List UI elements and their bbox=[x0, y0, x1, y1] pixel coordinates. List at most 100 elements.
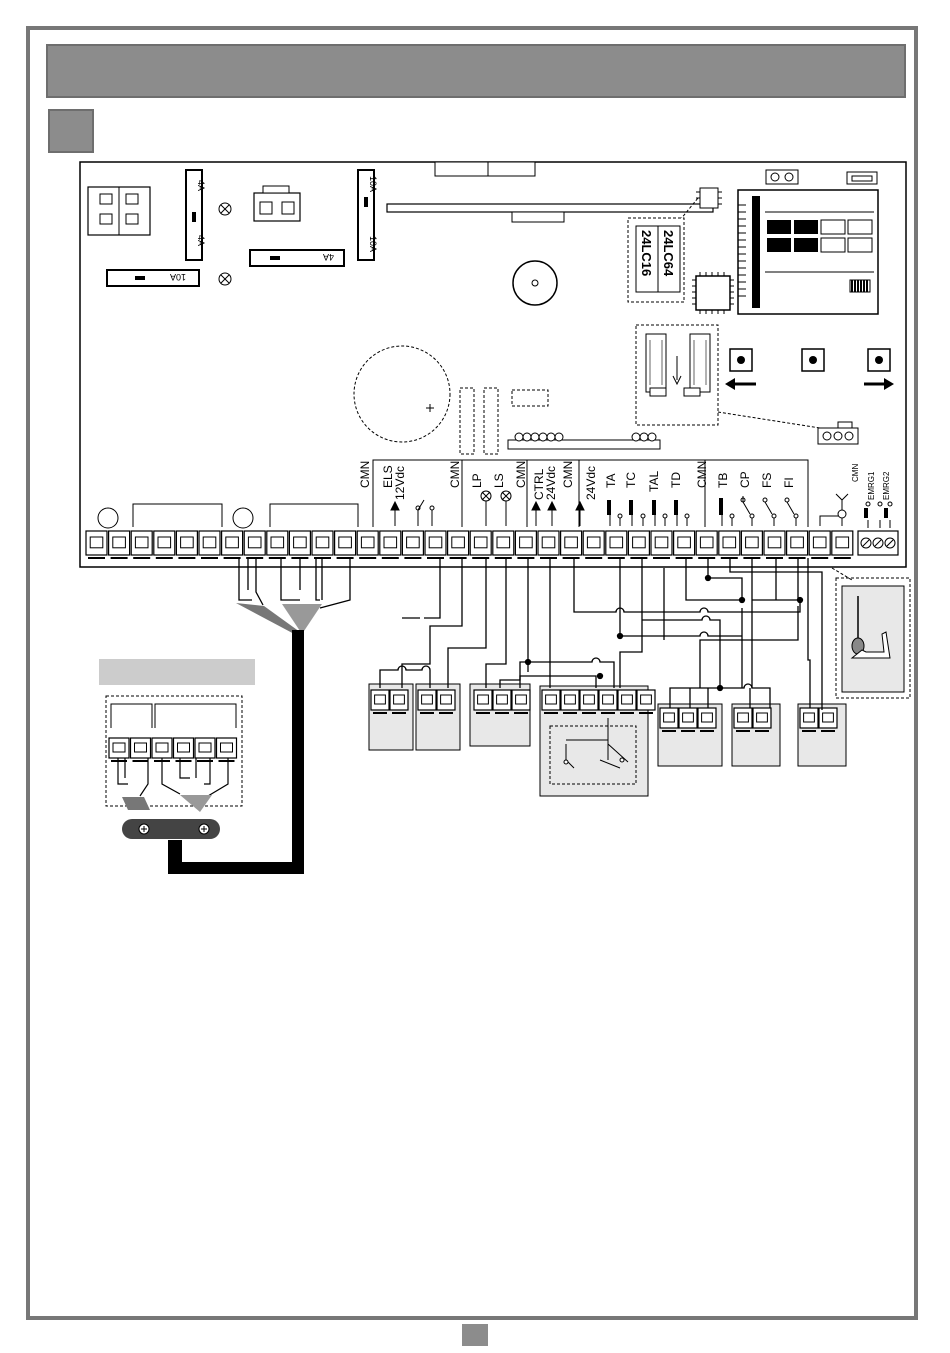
chip-label-24lc64: 24LC64 bbox=[661, 230, 676, 277]
terminal-screw bbox=[651, 531, 672, 558]
device-terminal-screw bbox=[734, 708, 752, 731]
label-emrg-cmn: CMN bbox=[851, 464, 860, 482]
svg-text:4A: 4A bbox=[196, 180, 206, 191]
svg-text:4A: 4A bbox=[323, 252, 334, 262]
terminal-screw bbox=[425, 531, 446, 558]
motor-detail bbox=[106, 696, 242, 839]
terminal-screw bbox=[86, 531, 107, 558]
emergency-terminals bbox=[858, 531, 898, 555]
label-ls: LS bbox=[492, 473, 506, 488]
chip-label-24lc16: 24LC16 bbox=[639, 230, 654, 276]
detail-terminal-screw bbox=[152, 738, 172, 761]
lcd-display bbox=[738, 190, 878, 314]
fuse-vertical-2: 10A 10A bbox=[358, 170, 378, 260]
label-cmn-5: CMN bbox=[695, 461, 709, 488]
terminal-screw bbox=[470, 531, 491, 558]
terminal-screw bbox=[402, 531, 423, 558]
label-emrg1: EMRG1 bbox=[867, 471, 876, 500]
terminal-screw bbox=[267, 531, 288, 558]
svg-text:10A: 10A bbox=[170, 272, 186, 282]
detail-terminal-screw bbox=[174, 738, 194, 761]
device-terminal-screw bbox=[679, 708, 697, 731]
terminal-screw bbox=[832, 531, 853, 558]
label-tc: TC bbox=[624, 472, 638, 488]
terminal-screw bbox=[583, 531, 604, 558]
label-fi: FI bbox=[782, 477, 796, 488]
label-fs: FS bbox=[760, 473, 774, 488]
device-terminal-screw bbox=[437, 690, 455, 713]
device-terminal-screw bbox=[542, 690, 560, 713]
terminal-screw bbox=[561, 531, 582, 558]
terminal-screw bbox=[357, 531, 378, 558]
terminal-screw bbox=[606, 531, 627, 558]
device-terminal-screw bbox=[660, 708, 678, 731]
fuse-horizontal-2: 10A bbox=[107, 270, 199, 286]
page-number-tab bbox=[462, 1324, 488, 1346]
label-cmn-4: CMN bbox=[561, 461, 575, 488]
terminal-screw bbox=[335, 531, 356, 558]
device-terminal-screw bbox=[561, 690, 579, 713]
detail-terminal-screw bbox=[217, 738, 237, 761]
device-terminal-screw bbox=[819, 708, 837, 731]
device-terminal-screw bbox=[753, 708, 771, 731]
terminal-screw bbox=[809, 531, 830, 558]
terminal-screw bbox=[380, 531, 401, 558]
terminal-screw bbox=[696, 531, 717, 558]
microcontroller bbox=[692, 272, 734, 314]
terminal-screw bbox=[787, 531, 808, 558]
device-terminal-screw bbox=[580, 690, 598, 713]
label-lp: LP bbox=[470, 473, 484, 488]
label-24vdc-1: 24Vdc bbox=[544, 466, 558, 500]
terminal-screw bbox=[719, 531, 740, 558]
terminal-screw bbox=[312, 531, 333, 558]
device-terminal-screw bbox=[512, 690, 530, 713]
label-ta: TA bbox=[604, 474, 618, 488]
terminal-screw bbox=[131, 531, 152, 558]
expansion-slot bbox=[387, 204, 713, 212]
fuse-vertical-1: 4A 4A bbox=[186, 170, 206, 260]
svg-text:10A: 10A bbox=[368, 236, 378, 252]
slot-connector bbox=[512, 212, 564, 222]
device-terminal-screw bbox=[493, 690, 511, 713]
detail-terminal-screw bbox=[195, 738, 215, 761]
terminal-screw bbox=[764, 531, 785, 558]
terminal-screw bbox=[176, 531, 197, 558]
device-terminal-screw bbox=[418, 690, 436, 713]
power-connector bbox=[88, 187, 150, 235]
terminal-screw bbox=[199, 531, 220, 558]
device-terminal-screw bbox=[599, 690, 617, 713]
label-12vdc: 12Vdc bbox=[393, 466, 407, 500]
label-cmn-2: CMN bbox=[448, 461, 462, 488]
detail-terminal-screw bbox=[131, 738, 151, 761]
device-terminal-screw bbox=[390, 690, 408, 713]
label-cmn-1: CMN bbox=[358, 461, 372, 488]
terminal-screw bbox=[109, 531, 130, 558]
device-terminal-screw bbox=[474, 690, 492, 713]
terminal-screw bbox=[741, 531, 762, 558]
terminal-screw bbox=[628, 531, 649, 558]
fuse-horizontal-1: 4A bbox=[250, 250, 344, 266]
device-terminal-screw bbox=[371, 690, 389, 713]
terminal-screw bbox=[515, 531, 536, 558]
terminal-screw bbox=[289, 531, 310, 558]
label-24vdc-2: 24Vdc bbox=[584, 466, 598, 500]
device-terminal-screw bbox=[698, 708, 716, 731]
terminal-screw bbox=[674, 531, 695, 558]
terminal-screw bbox=[538, 531, 559, 558]
terminal-screw bbox=[448, 531, 469, 558]
device-terminal-screw bbox=[637, 690, 655, 713]
device-terminal-screw bbox=[800, 708, 818, 731]
terminal-screw bbox=[244, 531, 265, 558]
label-emrg2: EMRG2 bbox=[882, 471, 891, 500]
antenna-callout bbox=[832, 568, 910, 698]
label-td: TD bbox=[669, 472, 683, 488]
detail-terminal-screw bbox=[109, 738, 129, 761]
motor-cap-2 bbox=[233, 508, 253, 528]
label-tal: TAL bbox=[647, 471, 661, 492]
svg-text:4A: 4A bbox=[196, 235, 206, 246]
top-connector bbox=[435, 162, 535, 176]
terminal-screw bbox=[222, 531, 243, 558]
terminal-screw bbox=[154, 531, 175, 558]
device-terminal-screw bbox=[618, 690, 636, 713]
legend-bar bbox=[99, 659, 255, 685]
